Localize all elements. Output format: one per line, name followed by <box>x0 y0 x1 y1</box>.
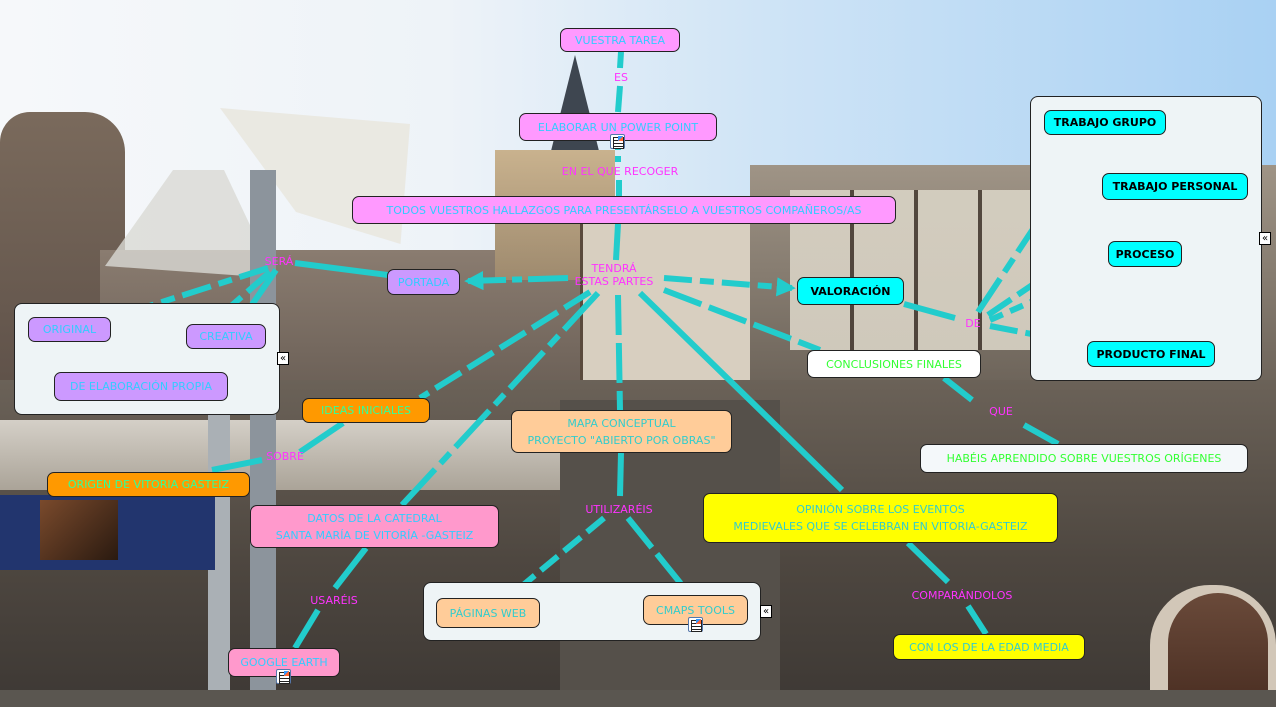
node-label-line2: MEDIEVALES QUE SE CELEBRAN EN VITORIA-GA… <box>733 520 1028 533</box>
node-label: ORIGEN DE VITORIA GASTEIZ <box>67 478 230 491</box>
node-label: PORTADA <box>397 275 450 289</box>
node-opinion-eventos-medievales[interactable]: OPINIÓN SOBRE LOS EVENTOS MEDIEVALES QUE… <box>703 493 1058 543</box>
phrase-utilizareis[interactable]: UTILIZARÉIS <box>585 503 653 516</box>
node-con-los-de-la-edad-media[interactable]: CON LOS DE LA EDAD MEDIA <box>893 634 1085 660</box>
phrase-comparandolos[interactable]: COMPARÁNDOLOS <box>911 589 1013 602</box>
node-label: HABÉIS APRENDIDO SOBRE VUESTROS ORÍGENES <box>946 452 1222 465</box>
node-trabajo-personal[interactable]: TRABAJO PERSONAL <box>1102 173 1248 200</box>
node-label: TODOS VUESTROS HALLAZGOS PARA PRESENTÁRS… <box>386 203 862 217</box>
node-datos-de-la-catedral[interactable]: DATOS DE LA CATEDRAL SANTA MARÍA DE VITO… <box>250 505 499 548</box>
node-label: ORIGINAL <box>42 323 97 336</box>
node-creativa[interactable]: CREATIVA <box>186 324 266 349</box>
node-label-line1: OPINIÓN SOBRE LOS EVENTOS <box>796 503 965 516</box>
phrase-sobre[interactable]: SOBRE <box>266 450 304 463</box>
node-paginas-web[interactable]: PÁGINAS WEB <box>436 598 540 628</box>
node-label-line1: DATOS DE LA CATEDRAL <box>307 511 442 525</box>
node-label-line2: PROYECTO "ABIERTO POR OBRAS" <box>527 433 716 447</box>
node-conclusiones-finales[interactable]: CONCLUSIONES FINALES <box>807 350 981 378</box>
node-origen-de-vitoria-gasteiz[interactable]: ORIGEN DE VITORIA GASTEIZ <box>47 472 250 497</box>
node-label: PRODUCTO FINAL <box>1096 347 1206 361</box>
node-original[interactable]: ORIGINAL <box>28 317 111 342</box>
node-ideas-iniciales[interactable]: IDEAS INICIALES <box>302 398 430 423</box>
node-label: PROCESO <box>1115 247 1175 261</box>
door-wood <box>1168 593 1268 707</box>
phrase-en-el-que-recoger[interactable]: EN EL QUE RECOGER <box>561 165 679 178</box>
phrase-tendra[interactable]: TENDRÁ ESTAS PARTES <box>562 262 666 288</box>
node-habeis-aprendido-origenes[interactable]: HABÉIS APRENDIDO SOBRE VUESTROS ORÍGENES <box>920 444 1248 473</box>
node-vuestra-tarea[interactable]: VUESTRA TAREA <box>560 28 680 52</box>
node-label: VALORACIÓN <box>810 284 891 298</box>
phrase-de[interactable]: DE <box>965 317 981 330</box>
node-valoracion[interactable]: VALORACIÓN <box>797 277 904 305</box>
group-panel-valoracion <box>1030 96 1262 381</box>
node-de-elaboracion-propia[interactable]: DE ELABORACIÓN PROPIA <box>54 372 228 401</box>
ground <box>0 690 1276 707</box>
collapse-icon-utilizareis-group[interactable]: « <box>760 605 772 618</box>
node-todos-vuestros-hallazgos[interactable]: TODOS VUESTROS HALLAZGOS PARA PRESENTÁRS… <box>352 196 896 224</box>
node-label: VUESTRA TAREA <box>575 33 665 47</box>
node-label: CREATIVA <box>199 330 253 343</box>
node-proceso[interactable]: PROCESO <box>1108 241 1182 267</box>
collapse-icon-sera-group[interactable]: « <box>277 352 289 365</box>
node-label: TRABAJO PERSONAL <box>1112 180 1238 193</box>
node-label: ELABORAR UN POWER POINT <box>537 120 699 134</box>
phrase-usareis[interactable]: USARÉIS <box>310 594 358 607</box>
pole <box>250 170 276 707</box>
node-label: IDEAS INICIALES <box>321 404 411 417</box>
node-label: CON LOS DE LA EDAD MEDIA <box>909 640 1069 654</box>
node-label: PÁGINAS WEB <box>449 606 527 620</box>
node-portada[interactable]: PORTADA <box>387 269 460 295</box>
collapse-icon-valoracion-group[interactable]: « <box>1259 232 1271 245</box>
node-label-line2: SANTA MARÍA DE VITORÍA -GASTEIZ <box>275 528 474 542</box>
node-label: GOOGLE EARTH <box>240 656 328 669</box>
resource-document-icon[interactable] <box>276 669 291 684</box>
node-mapa-conceptual-root[interactable]: MAPA CONCEPTUAL PROYECTO "ABIERTO POR OB… <box>511 410 732 453</box>
phrase-line1: TENDRÁ <box>591 262 637 275</box>
node-label: CMAPS TOOLS <box>656 603 735 617</box>
node-label: DE ELABORACIÓN PROPIA <box>70 380 212 393</box>
phrase-sera[interactable]: SERÁ <box>264 255 294 268</box>
resource-document-icon[interactable] <box>688 617 703 632</box>
node-label: TRABAJO GRUPO <box>1053 116 1157 129</box>
node-producto-final[interactable]: PRODUCTO FINAL <box>1087 341 1215 367</box>
node-label: CONCLUSIONES FINALES <box>826 357 962 371</box>
node-label-line1: MAPA CONCEPTUAL <box>567 416 676 430</box>
phrase-line2: ESTAS PARTES <box>574 275 654 288</box>
phrase-es[interactable]: ES <box>614 71 628 84</box>
banner-picture <box>40 500 118 560</box>
node-trabajo-grupo[interactable]: TRABAJO GRUPO <box>1044 110 1166 135</box>
resource-document-icon[interactable] <box>610 134 625 149</box>
phrase-que[interactable]: QUE <box>989 405 1013 418</box>
